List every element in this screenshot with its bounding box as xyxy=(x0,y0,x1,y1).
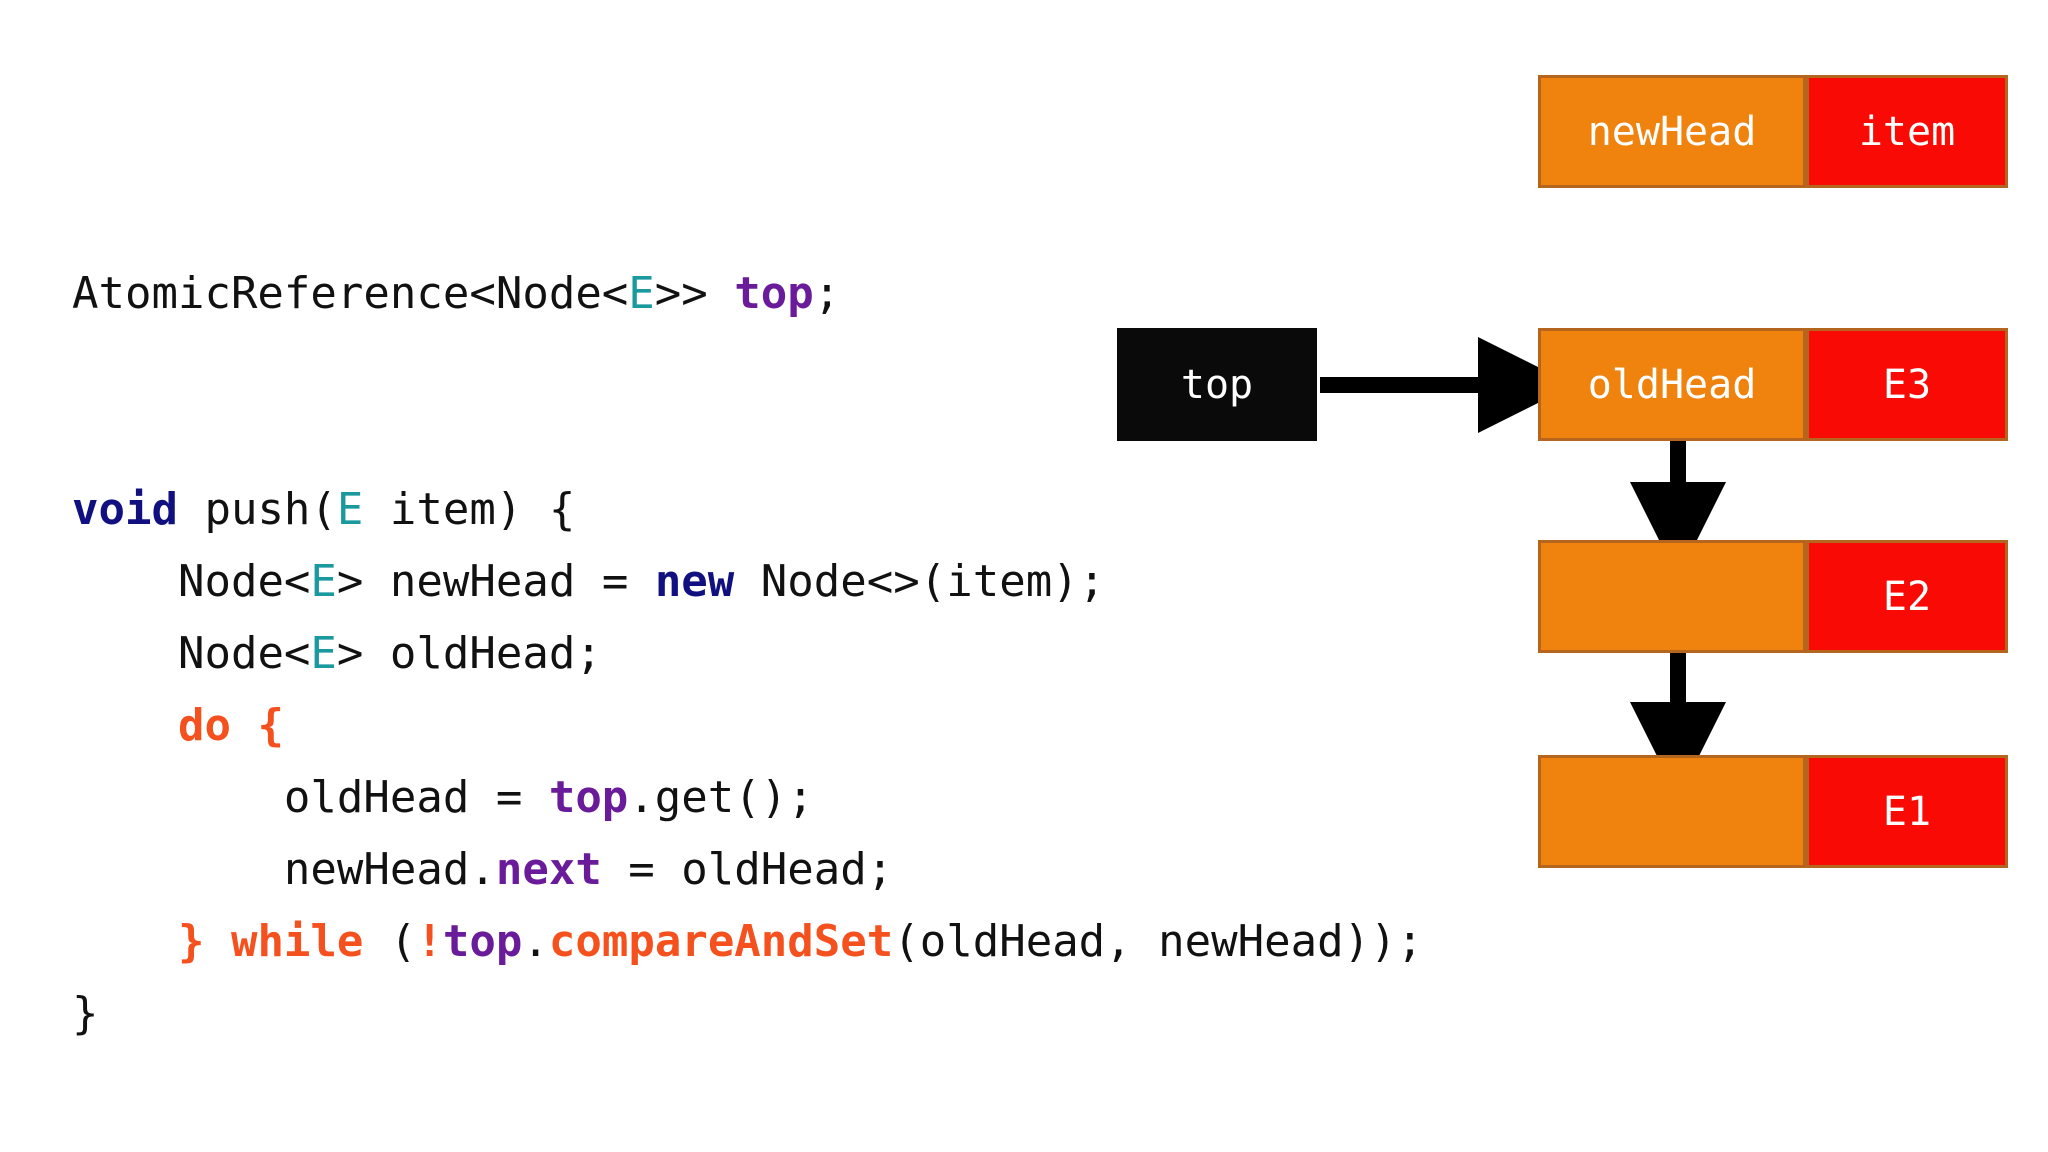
code-token-sig-push-1: push( xyxy=(177,484,337,535)
code-line-do-open: do { xyxy=(72,690,1092,762)
code-token-decl-top-1: E xyxy=(628,268,655,319)
node-new-node-pointer-cell: newHead xyxy=(1538,75,1806,188)
code-token-old-head-get-0: oldHead = xyxy=(283,772,549,823)
node-new-node-pointer-label: newHead xyxy=(1587,108,1757,155)
node-e3-value-label: E3 xyxy=(1882,361,1932,408)
code-indent xyxy=(72,916,178,967)
code-token-do-open-0: do { xyxy=(177,700,284,751)
code-token-old-head-get-1: top xyxy=(548,772,629,823)
code-token-new-head-3: new xyxy=(654,556,735,607)
code-token-link-next-2: = oldHead; xyxy=(601,844,894,895)
node-e3-value-cell: E3 xyxy=(1806,328,2008,441)
code-line-link-next: newHead.next = oldHead; xyxy=(72,834,1092,906)
node-new-node: newHead item xyxy=(1538,75,2008,188)
code-token-sig-push-2: E xyxy=(336,484,364,535)
code-token-decl-top-4: ; xyxy=(813,268,841,319)
top-reference-label: top xyxy=(1180,361,1254,408)
code-indent xyxy=(72,772,284,823)
code-token-decl-top-2: >> xyxy=(654,268,735,319)
code-token-sig-push-3: item) { xyxy=(363,484,576,535)
node-e2: E2 xyxy=(1538,540,2008,653)
code-token-while-cas-2: ! xyxy=(416,916,443,967)
code-token-while-cas-5: compareAndSet xyxy=(548,916,894,967)
code-token-method-close-0: } xyxy=(72,988,99,1039)
code-token-sig-push-0: void xyxy=(72,484,178,535)
code-indent xyxy=(72,628,178,679)
node-e3-pointer-label: oldHead xyxy=(1587,361,1757,408)
code-token-new-head-0: Node< xyxy=(177,556,311,607)
code-line-old-head-get: oldHead = top.get(); xyxy=(72,762,1092,834)
node-e1-pointer-cell xyxy=(1538,755,1806,868)
code-line-method-close: } xyxy=(72,978,1092,1050)
node-e2-pointer-cell xyxy=(1538,540,1806,653)
code-indent xyxy=(72,700,178,751)
code-line-old-head-decl: Node<E> oldHead; xyxy=(72,618,1092,690)
code-line-sig-push: void push(E item) { xyxy=(72,474,1092,546)
code-token-decl-top-0: AtomicReference<Node< xyxy=(72,268,629,319)
code-token-decl-top-3: top xyxy=(734,268,814,319)
code-line-decl-top: AtomicReference<Node<E>> top; xyxy=(72,258,1092,330)
code-token-new-head-4: Node<>(item); xyxy=(734,556,1106,607)
code-token-while-cas-4: . xyxy=(522,916,549,967)
node-new-node-value-label: item xyxy=(1858,108,1956,155)
node-e1-value-cell: E1 xyxy=(1806,755,2008,868)
node-e3-pointer-cell: oldHead xyxy=(1538,328,1806,441)
code-token-old-head-decl-1: E xyxy=(310,628,337,679)
code-token-link-next-1: next xyxy=(495,844,602,895)
top-reference-box: top xyxy=(1117,328,1317,441)
code-token-old-head-get-2: .get(); xyxy=(628,772,814,823)
node-e3: oldHead E3 xyxy=(1538,328,2008,441)
code-token-while-cas-1: ( xyxy=(363,916,417,967)
code-token-old-head-decl-0: Node< xyxy=(177,628,311,679)
code-token-new-head-1: E xyxy=(310,556,337,607)
code-indent xyxy=(72,556,178,607)
code-token-while-cas-6: (oldHead, newHead)); xyxy=(893,916,1424,967)
node-e2-value-label: E2 xyxy=(1882,573,1932,620)
code-line-while-cas: } while (!top.compareAndSet(oldHead, new… xyxy=(72,906,1423,978)
node-e1: E1 xyxy=(1538,755,2008,868)
code-token-new-head-2: > newHead = xyxy=(336,556,655,607)
code-token-old-head-decl-2: > oldHead; xyxy=(336,628,602,679)
node-e1-value-label: E1 xyxy=(1882,788,1932,835)
node-new-node-value-cell: item xyxy=(1806,75,2008,188)
code-token-while-cas-3: top xyxy=(442,916,523,967)
code-indent xyxy=(72,844,284,895)
code-line-new-head: Node<E> newHead = new Node<>(item); xyxy=(72,546,1105,618)
code-token-link-next-0: newHead. xyxy=(283,844,496,895)
code-token-while-cas-0: } while xyxy=(177,916,364,967)
code-block: AtomicReference<Node<E>> top;void push(E… xyxy=(72,258,1423,1050)
node-e2-value-cell: E2 xyxy=(1806,540,2008,653)
